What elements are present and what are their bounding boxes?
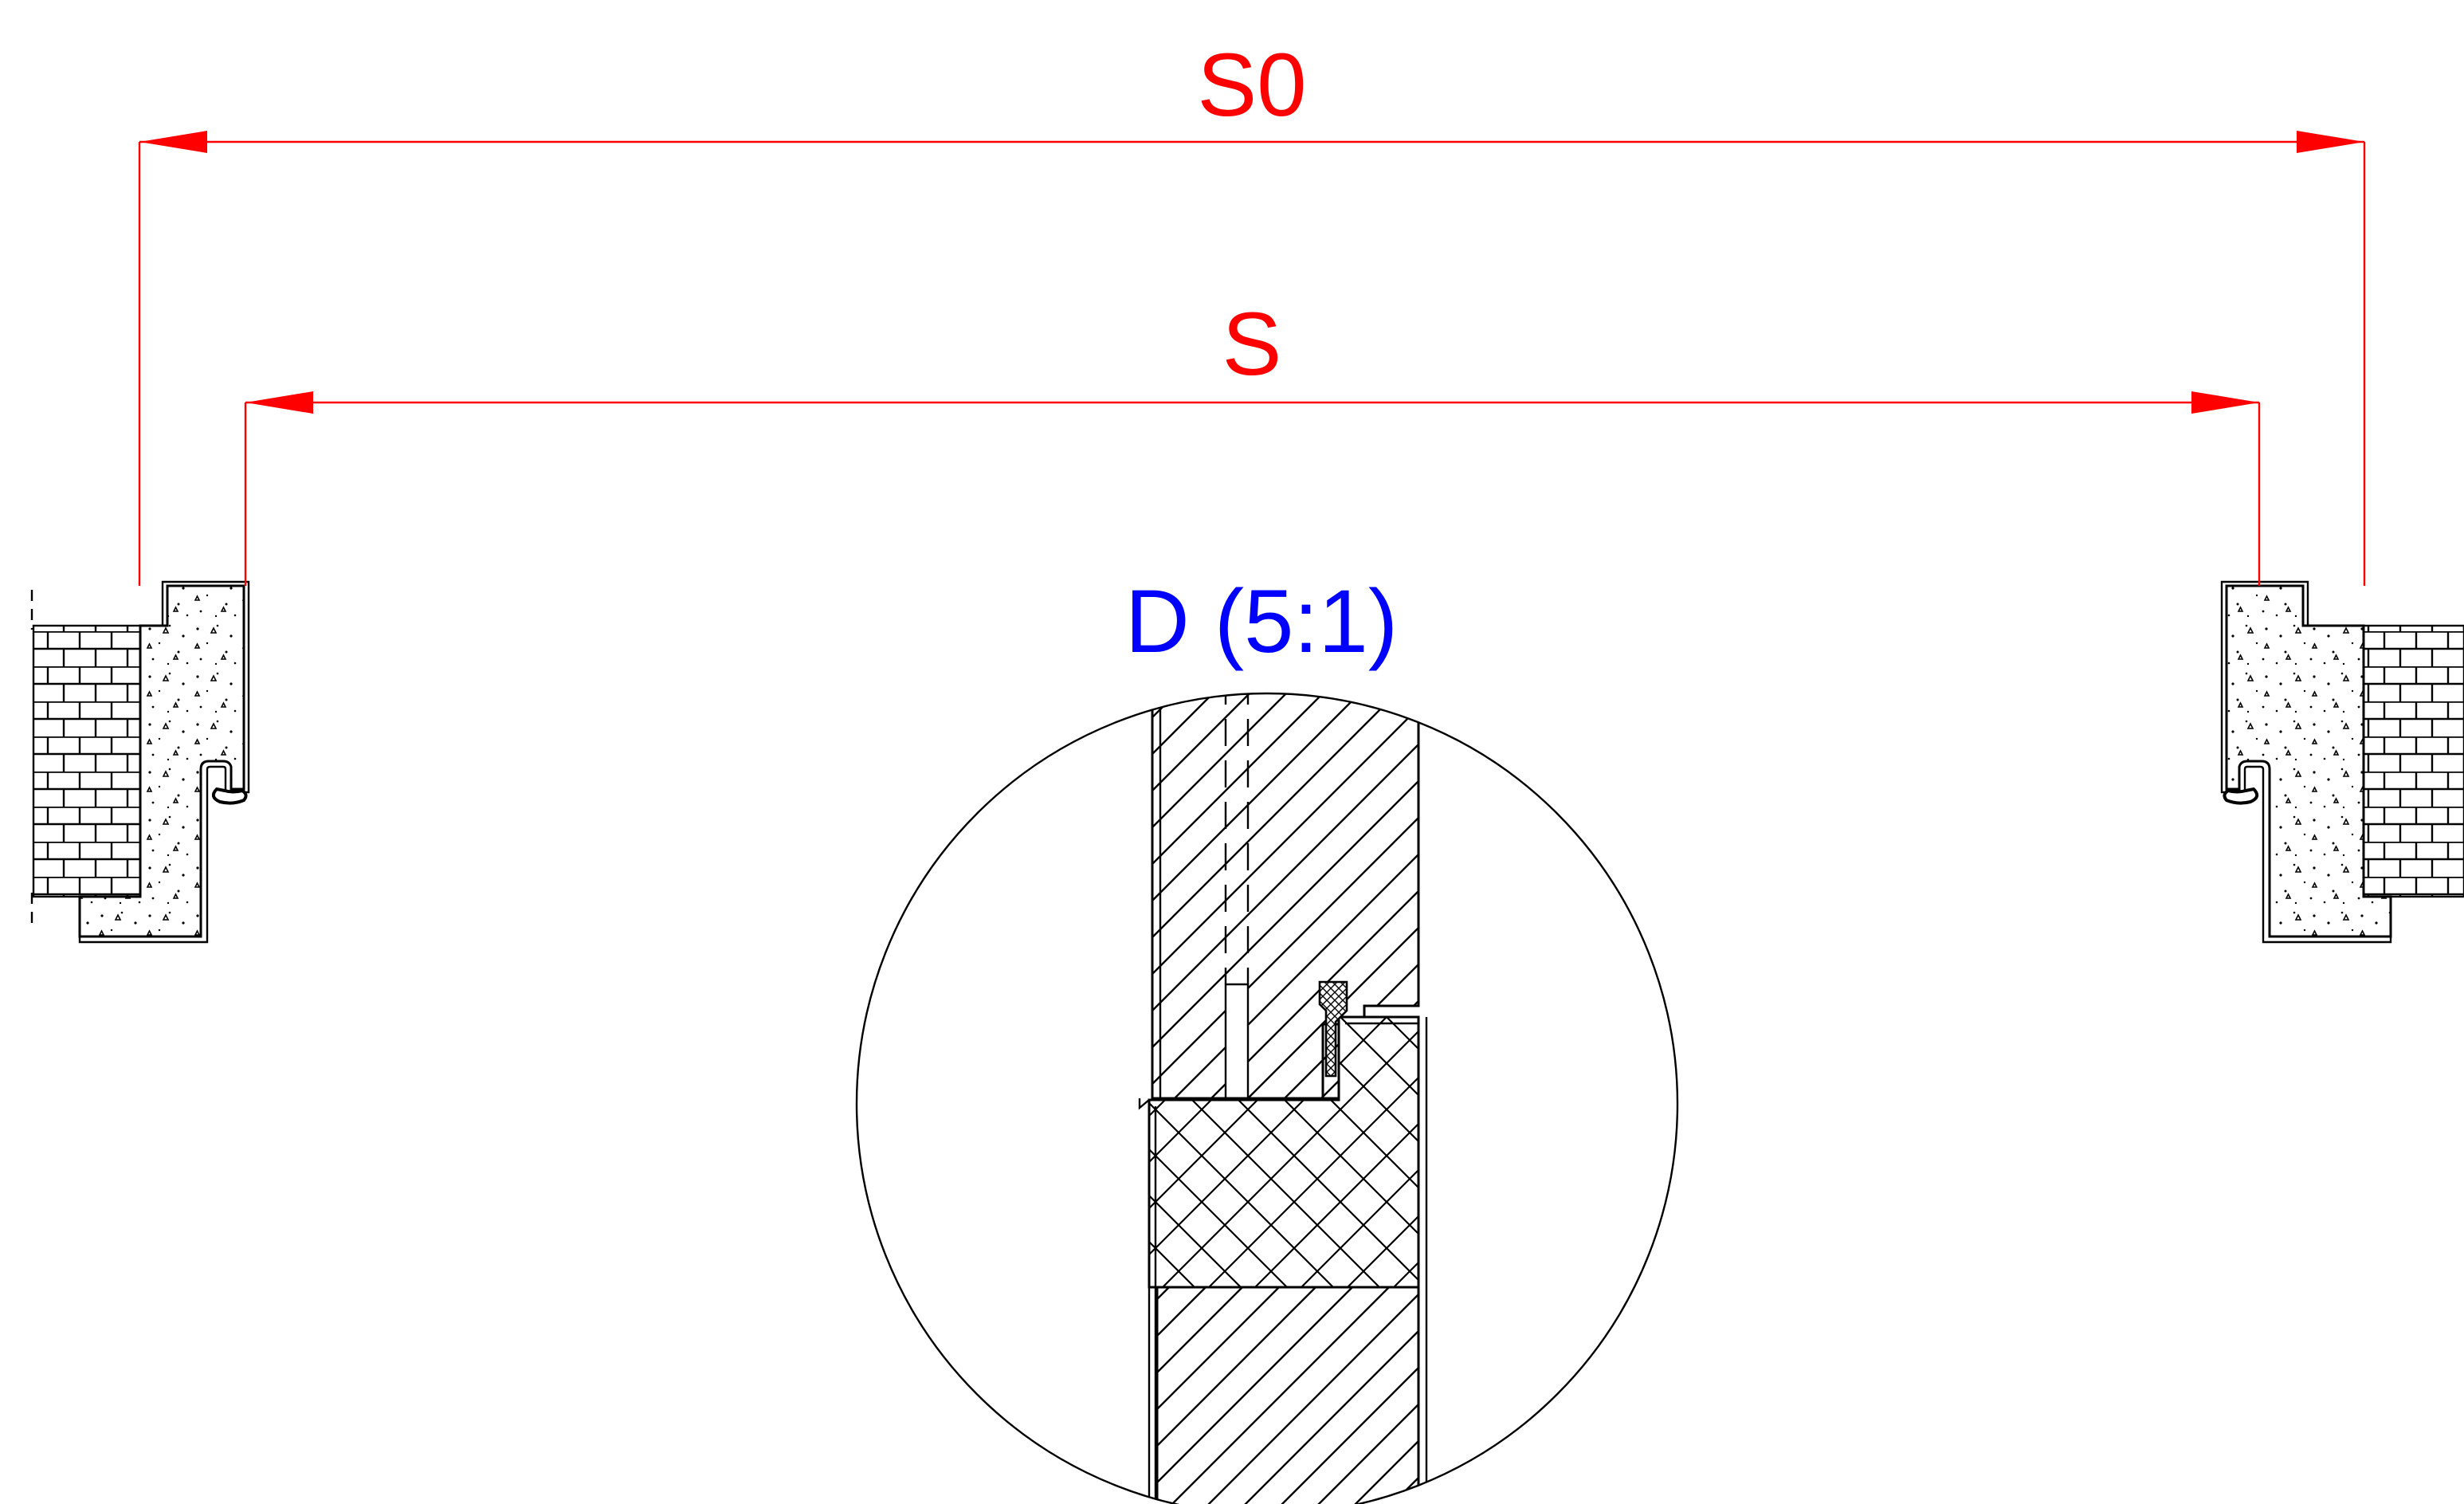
- dimension-inner-arrow-left: [245, 391, 313, 414]
- right-frame-steel: [2220, 580, 2392, 944]
- right-brick-wall: [2362, 624, 2464, 898]
- right-jamb: [2220, 580, 2464, 944]
- dimension-inner-arrow-right: [2191, 391, 2259, 414]
- detail-hidden-lines: [1224, 693, 1250, 984]
- detail-frame-outline: [1148, 1017, 1428, 1504]
- dimension-outer-label: S0: [1198, 35, 1307, 135]
- left-jamb: [30, 580, 250, 944]
- dimension-outer-arrow-right: [2297, 131, 2364, 153]
- detail-frame-step: [1138, 1015, 1418, 1110]
- dimension-outer: S0: [138, 35, 2366, 586]
- right-seal: [2223, 787, 2259, 805]
- left-brick-wall: [32, 624, 142, 898]
- left-frame-concrete: [78, 584, 245, 938]
- detail-door-leaf-edge: [1151, 693, 1420, 1098]
- detail-frame-lower: [1155, 1286, 1420, 1504]
- left-frame-steel: [78, 580, 250, 944]
- left-seal: [211, 787, 248, 805]
- dimension-inner-label: S: [1222, 294, 1282, 394]
- detail-label: D (5:1): [1125, 571, 1398, 671]
- detail-circle: [855, 692, 1679, 1504]
- dimension-inner: S: [244, 294, 2261, 586]
- dimension-outer-arrow-left: [139, 131, 207, 153]
- detail-seal: [1318, 980, 1348, 1078]
- detail-view: [855, 692, 1679, 1504]
- right-frame-concrete: [2225, 584, 2392, 938]
- detail-pin-slot: [1224, 983, 1250, 1100]
